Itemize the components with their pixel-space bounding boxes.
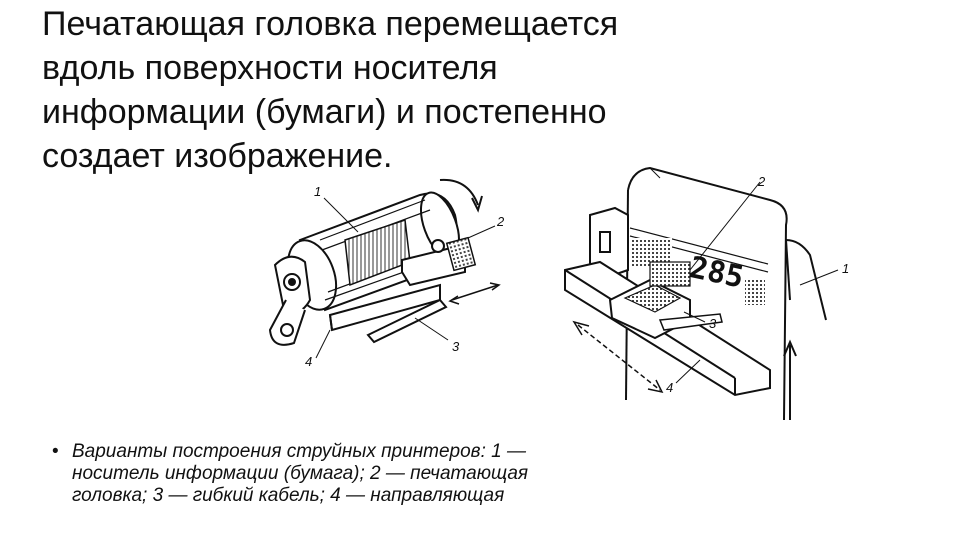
title-line: Печатающая головка перемещается [42,5,619,43]
left-label-2: 2 [496,214,505,229]
figure-caption: • Варианты построения струйных принтеров… [52,441,692,507]
left-label-1: 1 [314,184,321,199]
bullet-marker: • [52,441,59,462]
right-label-4: 4 [666,380,673,395]
title-line: создает изображение. [42,137,393,175]
right-label-3: 3 [709,316,717,331]
caption-line: головка; 3 — гибкий кабель; 4 — направля… [72,485,505,506]
caption-line: носитель информации (бумага); 2 — печата… [72,463,529,484]
title-line: вдоль поверхности носителя [42,49,498,87]
caption-line: Варианты построения струйных принтеров: … [72,441,526,462]
left-printer-illustration [268,178,501,359]
left-label-4: 4 [305,354,312,369]
left-label-3: 3 [452,339,460,354]
title-line: информации (бумаги) и постепенно [42,93,607,131]
right-label-2: 2 [757,174,766,189]
printed-digits: 285 [686,250,746,296]
right-label-1: 1 [842,261,849,276]
right-printer-illustration [564,166,839,421]
slide-title: Печатающая головка перемещается вдоль по… [42,2,682,178]
